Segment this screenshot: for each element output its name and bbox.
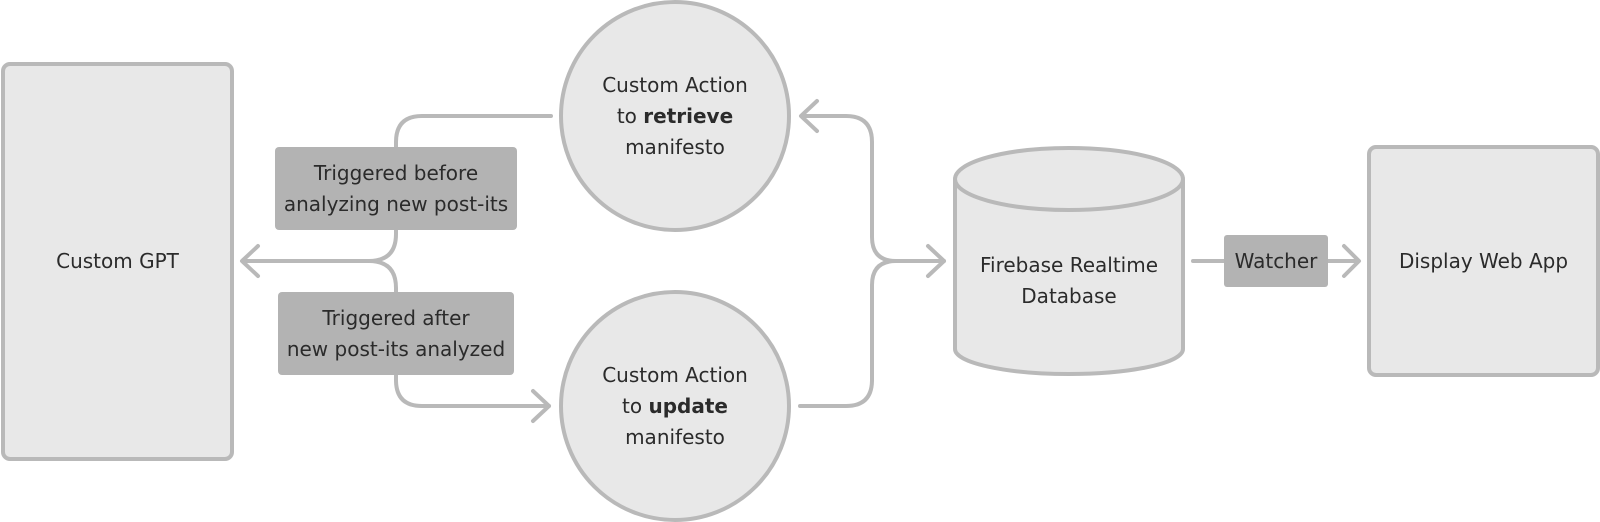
- watcher-text: Watcher: [1234, 248, 1318, 273]
- retrieve-line1: Custom Action: [602, 72, 748, 97]
- edge-firebase-to-retrieve: [800, 114, 946, 263]
- display-web-app-box: [1367, 145, 1600, 377]
- firebase-line2: Database: [1021, 284, 1117, 308]
- retrieve-action-circle: [559, 0, 791, 232]
- retrieve-action-label: Custom Action to retrieve manifesto: [561, 54, 789, 178]
- update-action-circle: [559, 290, 791, 522]
- label-before-box: [275, 147, 517, 230]
- update-line1: Custom Action: [602, 362, 748, 387]
- custom-gpt-box: [1, 62, 234, 461]
- arrowhead-retrieve: [799, 99, 819, 133]
- retrieve-line2-prefix: to: [616, 103, 644, 128]
- retrieve-keyword: retrieve: [643, 103, 734, 128]
- arrowhead-firebase: [926, 244, 946, 278]
- update-action-label: Custom Action to update manifesto: [561, 344, 789, 468]
- update-line3: manifesto: [625, 424, 725, 449]
- update-line2-prefix: to: [622, 393, 649, 418]
- retrieve-line2: to retrieve: [617, 101, 733, 132]
- retrieve-line3: manifesto: [625, 134, 725, 159]
- label-before-line1: Triggered before: [313, 160, 479, 185]
- arrowhead-update: [531, 389, 551, 423]
- custom-gpt-label: Custom GPT: [3, 64, 232, 459]
- edge-update-to-firebase: [798, 259, 898, 408]
- display-web-app-label: Display Web App: [1369, 147, 1598, 375]
- custom-gpt-text: Custom GPT: [56, 249, 179, 273]
- label-after: Triggered after new post-its analyzed: [278, 292, 514, 375]
- label-after-line1: Triggered after: [322, 305, 470, 330]
- label-before-line2: analyzing new post-its: [283, 191, 509, 216]
- label-after-box: [278, 292, 514, 375]
- firebase-label: Firebase Realtime Database: [955, 240, 1183, 322]
- label-before: Triggered before analyzing new post-its: [275, 147, 517, 230]
- firebase-line1: Firebase Realtime: [979, 253, 1159, 277]
- watcher-box: [1224, 235, 1328, 287]
- edge-gpt-to-update: [367, 259, 551, 408]
- display-web-app-text: Display Web App: [1398, 248, 1569, 273]
- update-line2: to update: [622, 391, 728, 422]
- firebase-cylinder: [953, 146, 1185, 376]
- update-keyword: update: [648, 393, 728, 418]
- watcher-label: Watcher: [1224, 235, 1328, 287]
- arrowhead-gpt: [240, 244, 260, 278]
- arrowhead-display: [1342, 244, 1361, 278]
- label-after-line2: new post-its analyzed: [286, 336, 506, 361]
